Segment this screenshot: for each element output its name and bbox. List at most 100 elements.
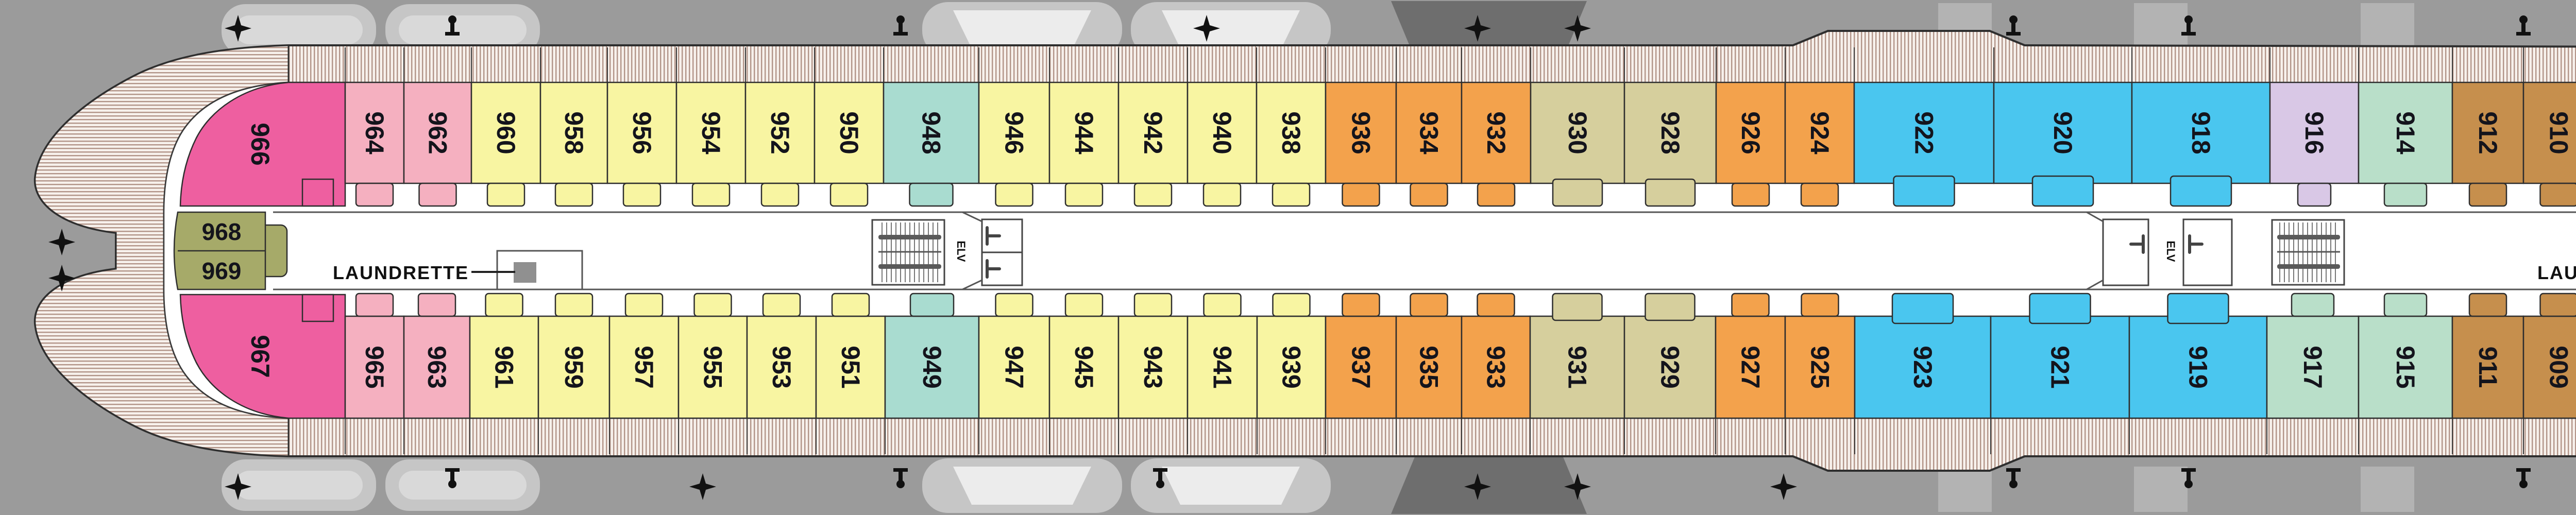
cabin-959-vestibule bbox=[554, 293, 594, 317]
cabin-929-vestibule bbox=[1645, 293, 1696, 321]
cabin-921-label: 921 bbox=[2046, 346, 2075, 388]
cabin-968-label: 968 bbox=[202, 218, 242, 245]
cabin-942-label: 942 bbox=[1139, 111, 1167, 154]
cabin-939-label: 939 bbox=[1277, 346, 1306, 388]
cabin-929-label: 929 bbox=[1656, 346, 1685, 388]
cabin-949-label: 949 bbox=[918, 346, 946, 388]
cabin-909-vestibule bbox=[2539, 293, 2576, 317]
cabin-923-vestibule bbox=[1891, 293, 1954, 324]
cabin-954-label: 954 bbox=[697, 111, 725, 154]
elevator-car-icon bbox=[986, 259, 1001, 279]
cabin-956-vestibule bbox=[622, 182, 662, 207]
cabin-922-label: 922 bbox=[1910, 111, 1939, 154]
cabin-934-label: 934 bbox=[1415, 111, 1444, 154]
cabin-910 bbox=[2522, 81, 2576, 184]
elevator-car-right bbox=[2182, 218, 2233, 286]
cabin-958-label: 958 bbox=[560, 111, 588, 154]
cabin-927 bbox=[1715, 315, 1786, 419]
cabin-957 bbox=[608, 315, 680, 419]
cabin-960-vestibule bbox=[486, 182, 526, 207]
laundrette-right: LAUNDRETTE bbox=[2537, 262, 2576, 283]
laundrette-left: LAUNDRETTE bbox=[333, 250, 583, 290]
cabin-917-label: 917 bbox=[2298, 346, 2327, 388]
cabin-918-vestibule bbox=[2170, 175, 2232, 207]
cabin-911-label: 911 bbox=[2473, 347, 2502, 388]
cabin-949 bbox=[884, 315, 980, 419]
cabin-961-vestibule bbox=[485, 293, 523, 317]
cabin-927-vestibule bbox=[1731, 293, 1770, 317]
cabin-947-label: 947 bbox=[1000, 346, 1029, 388]
cabin-966 bbox=[179, 81, 346, 207]
cabin-952-label: 952 bbox=[766, 111, 794, 154]
cabin-945 bbox=[1048, 315, 1120, 419]
cabin-958-vestibule bbox=[554, 182, 594, 207]
cabin-924 bbox=[1784, 81, 1855, 184]
cabin-946 bbox=[978, 81, 1050, 184]
cabin-939-vestibule bbox=[1272, 293, 1311, 317]
cabin-918 bbox=[2131, 81, 2271, 184]
cabin-933-label: 933 bbox=[1482, 346, 1511, 388]
cabin-919 bbox=[2128, 315, 2268, 419]
cabin-961-label: 961 bbox=[490, 346, 519, 388]
cabin-935-label: 935 bbox=[1415, 346, 1444, 388]
cabin-926-vestibule bbox=[1731, 182, 1770, 207]
cabin-920-vestibule bbox=[2031, 175, 2094, 207]
elevator-right-label: ELV bbox=[2164, 241, 2177, 262]
cabin-961 bbox=[469, 315, 539, 419]
cabin-925-vestibule bbox=[1801, 293, 1839, 317]
cabin-954 bbox=[675, 81, 747, 184]
cabin-934-vestibule bbox=[1410, 182, 1448, 207]
cabin-931-vestibule bbox=[1552, 293, 1603, 321]
cabin-953-vestibule bbox=[762, 293, 801, 317]
cabin-941 bbox=[1187, 315, 1258, 419]
cabin-943 bbox=[1117, 315, 1189, 419]
cabin-937 bbox=[1325, 315, 1397, 419]
cabin-967-vestibule bbox=[301, 294, 334, 322]
cabin-964-label: 964 bbox=[360, 111, 389, 154]
cabin-954-vestibule bbox=[691, 182, 731, 207]
tender-platform-bottom bbox=[1391, 447, 1587, 514]
cabin-921-vestibule bbox=[2029, 293, 2091, 324]
cabin-938-vestibule bbox=[1272, 182, 1311, 207]
cabin-916 bbox=[2269, 81, 2360, 184]
cabin-965-vestibule bbox=[355, 293, 394, 317]
elevator-left-label: ELV bbox=[955, 241, 968, 262]
cabin-950 bbox=[814, 81, 885, 184]
cabin-931 bbox=[1529, 315, 1625, 419]
cabin-965-label: 965 bbox=[360, 346, 389, 388]
cabin-914-label: 914 bbox=[2391, 111, 2420, 154]
cabin-922-vestibule bbox=[1893, 175, 1955, 207]
cabin-941-vestibule bbox=[1203, 293, 1242, 317]
cabin-951-label: 951 bbox=[836, 346, 865, 388]
cabin-951-vestibule bbox=[831, 293, 870, 317]
cabin-932-label: 932 bbox=[1482, 111, 1511, 154]
cabin-953-label: 953 bbox=[767, 346, 796, 388]
cabin-955-vestibule bbox=[693, 293, 732, 317]
cabin-940-label: 940 bbox=[1208, 111, 1236, 154]
cabin-948 bbox=[883, 81, 980, 184]
cabin-944-vestibule bbox=[1064, 182, 1104, 207]
cabin-923 bbox=[1854, 315, 1992, 419]
cabin-945-vestibule bbox=[1064, 293, 1104, 317]
cabin-952 bbox=[744, 81, 816, 184]
cabin-950-vestibule bbox=[829, 182, 869, 207]
cabin-938-label: 938 bbox=[1277, 111, 1306, 154]
cabin-946-label: 946 bbox=[1000, 111, 1029, 154]
cabin-969-label: 969 bbox=[202, 258, 242, 284]
cabin-965 bbox=[344, 315, 405, 419]
cabin-909-label: 909 bbox=[2545, 346, 2573, 388]
cabin-960-label: 960 bbox=[492, 111, 520, 154]
cabin-952-vestibule bbox=[760, 182, 800, 207]
cabin-963-label: 963 bbox=[422, 346, 451, 388]
cabin-924-label: 924 bbox=[1805, 111, 1834, 154]
cabin-947 bbox=[978, 315, 1050, 419]
cabin-939 bbox=[1256, 315, 1327, 419]
cabin-957-label: 957 bbox=[630, 346, 658, 388]
cabin-924-vestibule bbox=[1800, 182, 1839, 207]
cabin-925-label: 925 bbox=[1806, 346, 1835, 388]
cabin-910-label: 910 bbox=[2545, 111, 2573, 154]
cabin-930 bbox=[1530, 81, 1625, 184]
